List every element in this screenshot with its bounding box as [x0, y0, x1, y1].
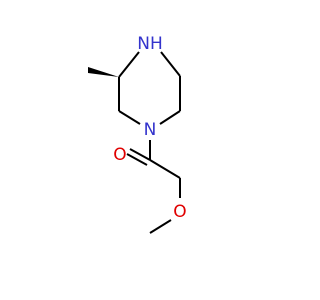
bond-carbonyl-double-1: [129, 148, 151, 161]
wedge-bond-methyl: [88, 67, 119, 77]
bond-o-methyl: [149, 219, 172, 234]
molecule-structure: NH N O O: [88, 34, 187, 234]
bond-nh-c-methyl: [118, 51, 140, 78]
atom-nh: NH: [137, 34, 163, 54]
molecule-canvas: NH N O O: [88, 34, 187, 234]
atom-o-ether: O: [173, 202, 186, 222]
bond-carbonyl-double-2: [126, 153, 148, 166]
bond-carbonyl-ch2: [149, 159, 181, 179]
atom-o-carbonyl: O: [113, 145, 126, 165]
bond-nh-ch2: [160, 51, 181, 77]
atom-n: N: [144, 120, 157, 140]
bond-ch2-n: [118, 110, 141, 125]
bond-ch2-n-right: [159, 110, 181, 125]
